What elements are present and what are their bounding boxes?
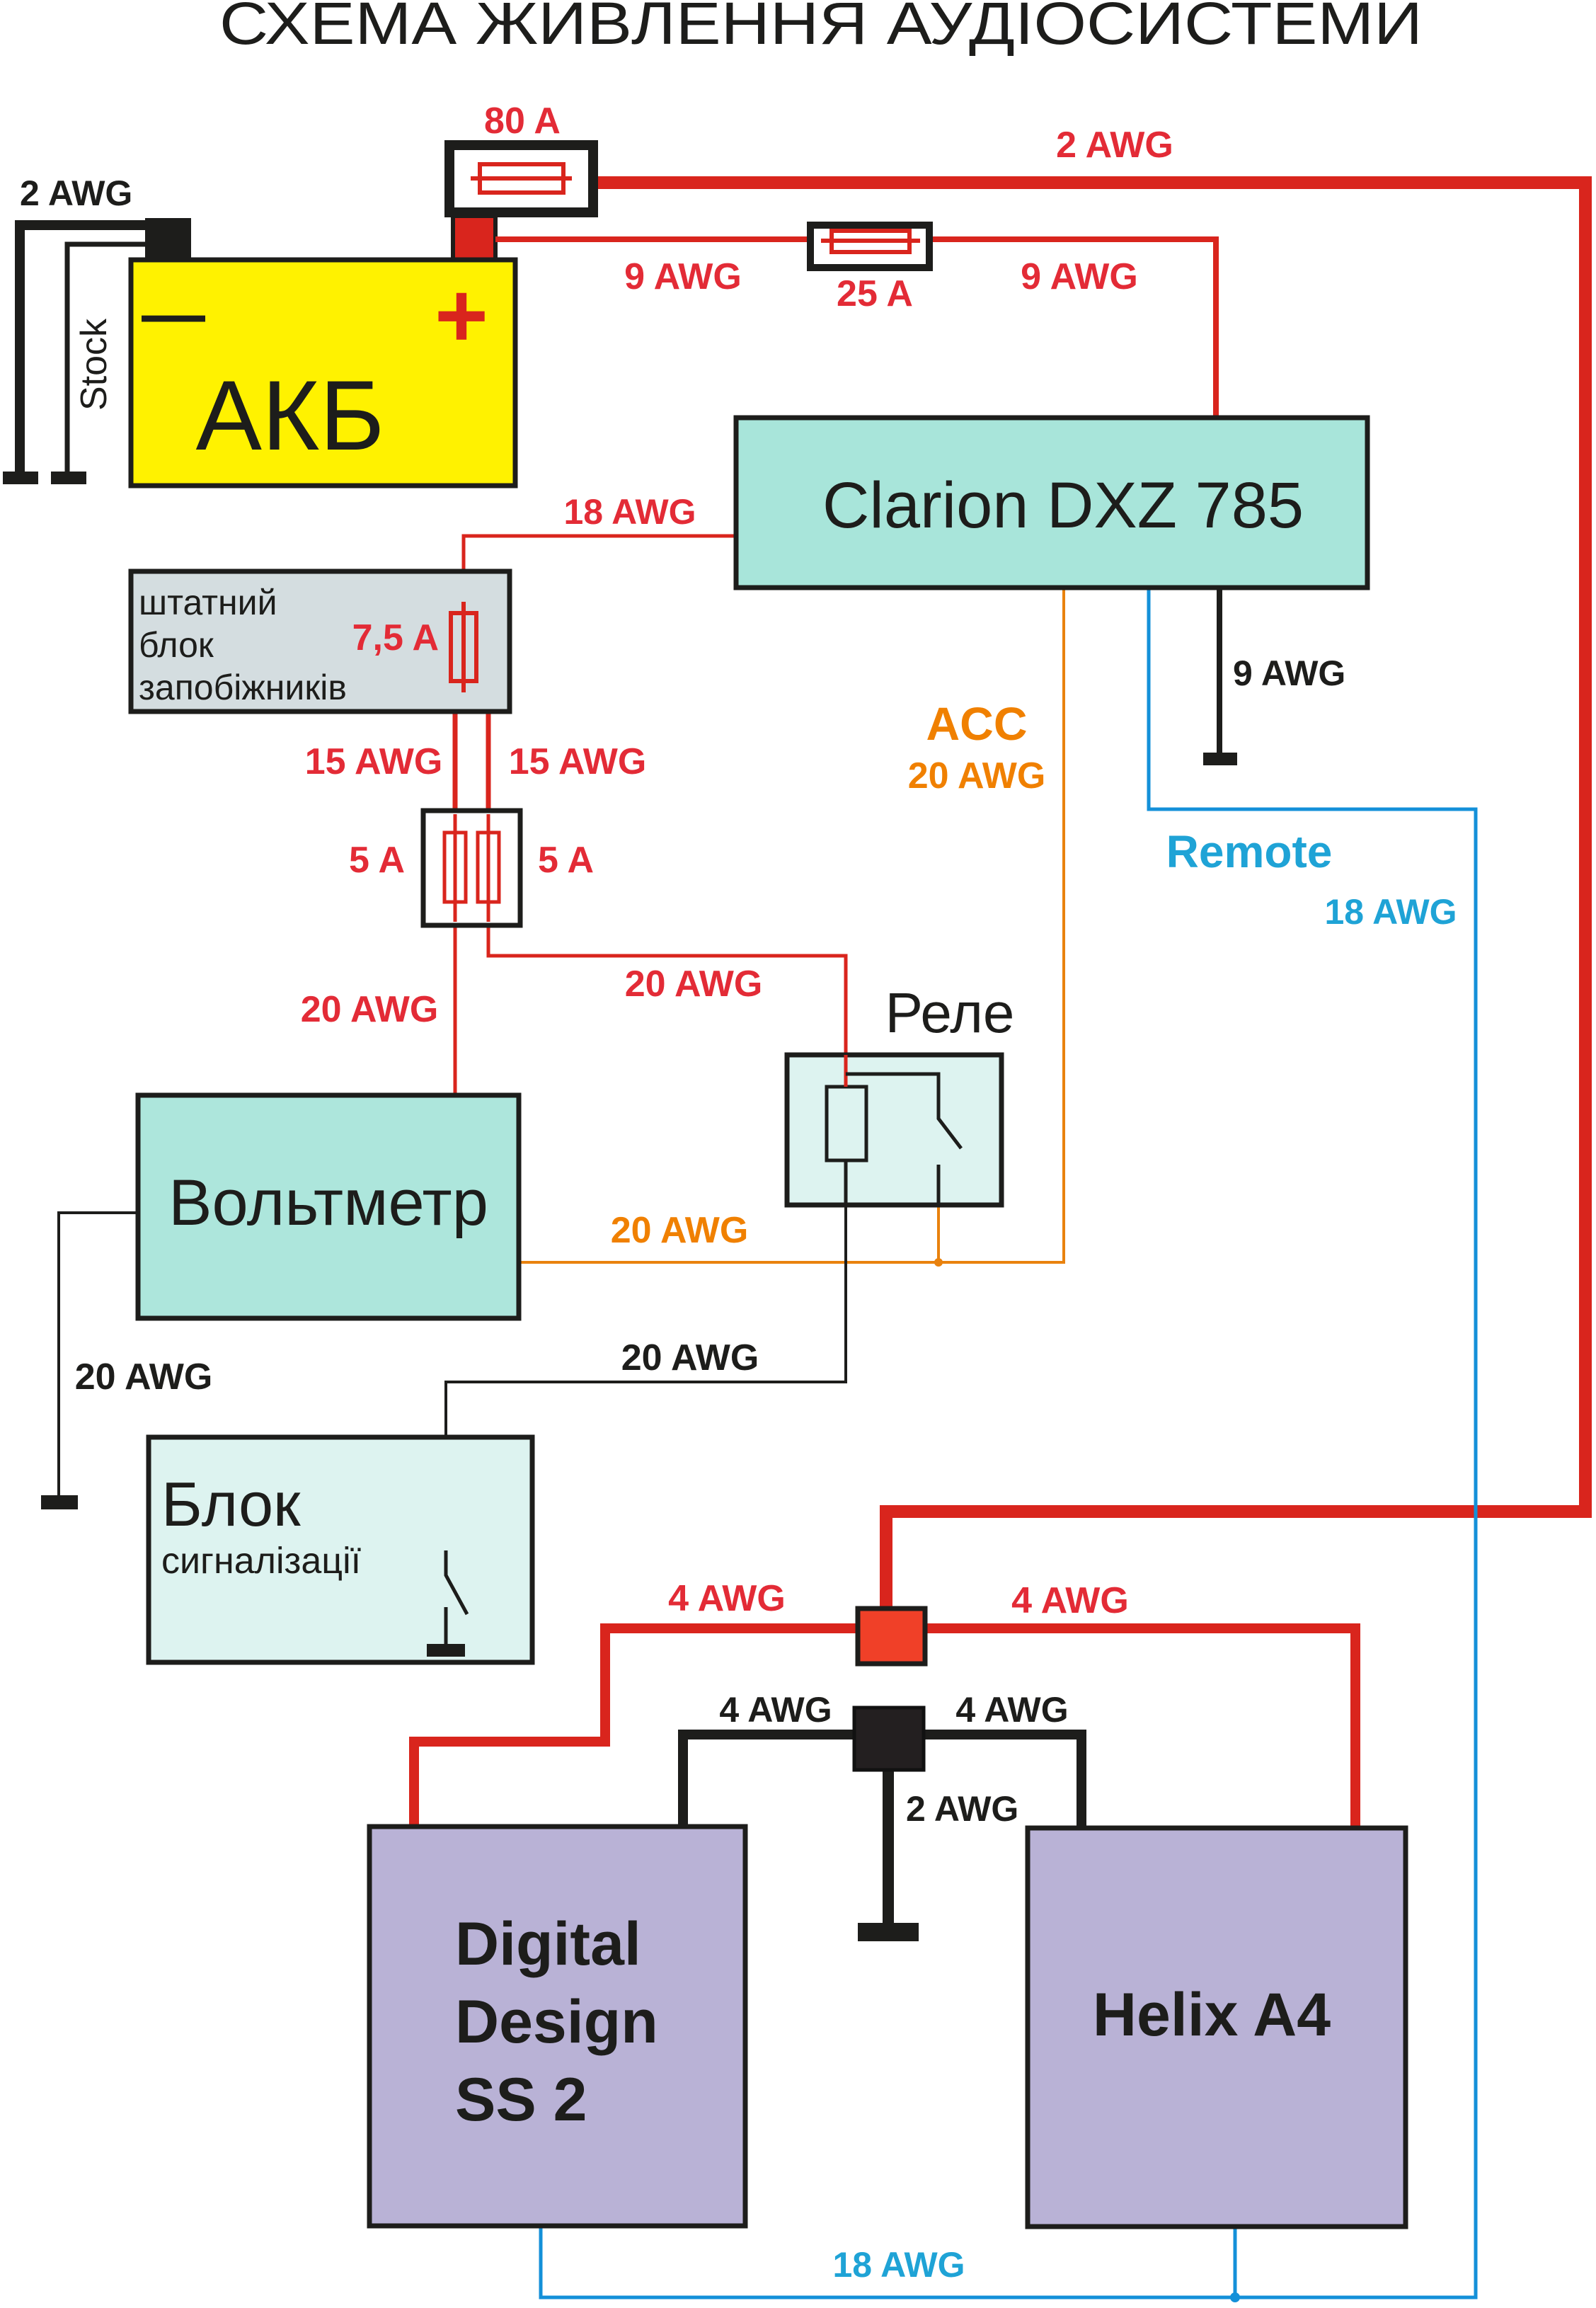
- main-fuse-body-icon: [478, 162, 566, 195]
- main-fuse-rating: 80 A: [484, 101, 561, 142]
- battery-positive-terminal: [451, 214, 498, 262]
- amp-ground-terminal-icon: [858, 1923, 919, 1941]
- main-fuse: [444, 140, 598, 217]
- dual-fuse-housing: [420, 808, 523, 928]
- head-unit-label: Clarion DXZ 785: [822, 469, 1304, 542]
- battery-ground-label: 2 AWG: [20, 173, 132, 213]
- positive-distribution-block: [855, 1606, 928, 1667]
- head-unit-ground-terminal-icon: [1203, 753, 1237, 765]
- amplifier-right: Helix A4: [1025, 1825, 1408, 2229]
- alarm-switch-icon: [444, 1550, 469, 1616]
- acc-wire: [519, 588, 1065, 1264]
- amplifier-right-body: [1025, 1825, 1408, 2229]
- relay-power-wire: [486, 925, 848, 1119]
- dual-fuse: [420, 808, 523, 928]
- stock-fuse-block-line1: штатний: [139, 583, 277, 622]
- alarm-ground-terminal-icon: [427, 1644, 465, 1657]
- head-unit-to-fuse-block-label: 18 AWG: [563, 492, 696, 532]
- acc-gauge-label: 20 AWG: [908, 755, 1046, 796]
- stock-fuse-block: штатний блок запобіжників 7,5 A: [128, 569, 512, 714]
- stock-ground-wire: [64, 241, 156, 481]
- amplifier-left-line3: SS 2: [455, 2066, 587, 2134]
- amplifier-left-line2: Design: [455, 1988, 658, 2056]
- battery-body: [128, 257, 518, 489]
- amp-right-ground-wire: [924, 1730, 1086, 1828]
- head-unit-feed-left-label: 9 AWG: [624, 256, 742, 297]
- remote-title-label: Remote: [1166, 826, 1333, 877]
- amp-ground-right-label: 4 AWG: [955, 1690, 1068, 1730]
- head-unit-fuse-rating: 25 A: [837, 273, 913, 314]
- relay-body: [784, 1052, 1004, 1208]
- amplifier-left: Digital Design SS 2: [367, 1824, 748, 2229]
- alarm-unit-line2: сигналізації: [161, 1541, 361, 1582]
- remote-junction-dot: [1230, 2292, 1240, 2302]
- voltmeter-ground-label: 20 AWG: [75, 1356, 213, 1398]
- relay-label: Реле: [885, 981, 1015, 1044]
- amp-remote-label: 18 AWG: [832, 2245, 965, 2285]
- relay-to-alarm-label: 20 AWG: [621, 1337, 759, 1378]
- battery-label: АКБ: [196, 360, 385, 471]
- fuse-block-out-right-label: 15 AWG: [509, 741, 647, 782]
- stock-fuse-rating: 7,5 A: [352, 617, 439, 658]
- head-unit-feed-right-label: 9 AWG: [1021, 256, 1138, 297]
- head-unit-power-wire: [495, 236, 1219, 418]
- battery-ground-wire: [15, 220, 177, 481]
- stock-fuse-block-line2: блок: [139, 625, 214, 665]
- amp-power-right-label: 4 AWG: [1011, 1580, 1129, 1621]
- head-unit-to-fuse-block-wire: [461, 534, 736, 571]
- head-unit-ground-label: 9 AWG: [1233, 653, 1345, 693]
- amp-right-power-wire: [925, 1623, 1360, 1828]
- amp-ground-left-label: 4 AWG: [719, 1690, 832, 1730]
- alarm-unit-line1: Блок: [161, 1469, 301, 1539]
- main-power-wire-label: 2 AWG: [1056, 125, 1173, 166]
- relay-switch-icon: [846, 1072, 963, 1150]
- amp-power-left-label: 4 AWG: [668, 1578, 786, 1619]
- head-unit: Clarion DXZ 785: [733, 415, 1370, 590]
- relay-coil-icon: [825, 1085, 868, 1162]
- amp-left-ground-wire: [678, 1730, 854, 1827]
- remote-gauge-label: 18 AWG: [1324, 892, 1457, 932]
- ground-distribution-block: [852, 1706, 926, 1772]
- voltmeter-label: Вольтметр: [168, 1167, 488, 1239]
- head-unit-body: [733, 415, 1370, 590]
- relay: [784, 1052, 1004, 1208]
- battery-plus-sign: +: [435, 263, 488, 367]
- amp-left-power-wire: [409, 1623, 858, 1827]
- fuse-block-out-left-label: 15 AWG: [305, 741, 443, 782]
- acc-title-label: ACC: [926, 697, 1028, 750]
- stock-fuse-block-line3: запобіжників: [139, 668, 347, 707]
- stock-fuse-block-body: [128, 569, 512, 714]
- stock-ground-label: Stock: [74, 318, 115, 411]
- head-unit-fuse-body-icon: [829, 229, 912, 254]
- battery-ground-terminal-icon: [3, 472, 38, 484]
- amplifier-left-line1: Digital: [455, 1910, 641, 1978]
- relay-to-voltmeter-label: 20 AWG: [611, 1210, 749, 1251]
- amplifier-right-label: Helix A4: [1093, 1981, 1331, 2049]
- battery: — + АКБ: [128, 257, 518, 489]
- voltmeter-body: [135, 1092, 522, 1321]
- stock-ground-terminal-icon: [51, 472, 86, 484]
- battery-minus-sign: —: [142, 279, 205, 350]
- amp-ground-main-label: 2 AWG: [906, 1789, 1018, 1829]
- diagram-title: СХЕМА ЖИВЛЕННЯ АУДІОСИСТЕМИ: [219, 0, 1423, 57]
- relay-feed-label: 20 AWG: [625, 964, 763, 1005]
- battery-negative-terminal: [145, 218, 191, 261]
- dual-fuse-left-rating: 5 A: [349, 840, 405, 881]
- main-power-wire: [593, 176, 1592, 1611]
- alarm-unit-body: [146, 1434, 535, 1665]
- amplifier-left-body: [367, 1824, 748, 2229]
- acc-junction-dot: [934, 1258, 943, 1267]
- voltmeter: Вольтметр: [135, 1092, 522, 1321]
- head-unit-fuse: [807, 222, 933, 271]
- voltmeter-feed-label: 20 AWG: [301, 989, 439, 1030]
- remote-wire: [539, 588, 1478, 2300]
- voltmeter-ground-wire: [57, 1211, 138, 1501]
- voltmeter-ground-terminal-icon: [41, 1495, 78, 1509]
- dual-fuse-right-rating: 5 A: [538, 840, 594, 881]
- alarm-unit: Блок сигналізації: [146, 1434, 535, 1665]
